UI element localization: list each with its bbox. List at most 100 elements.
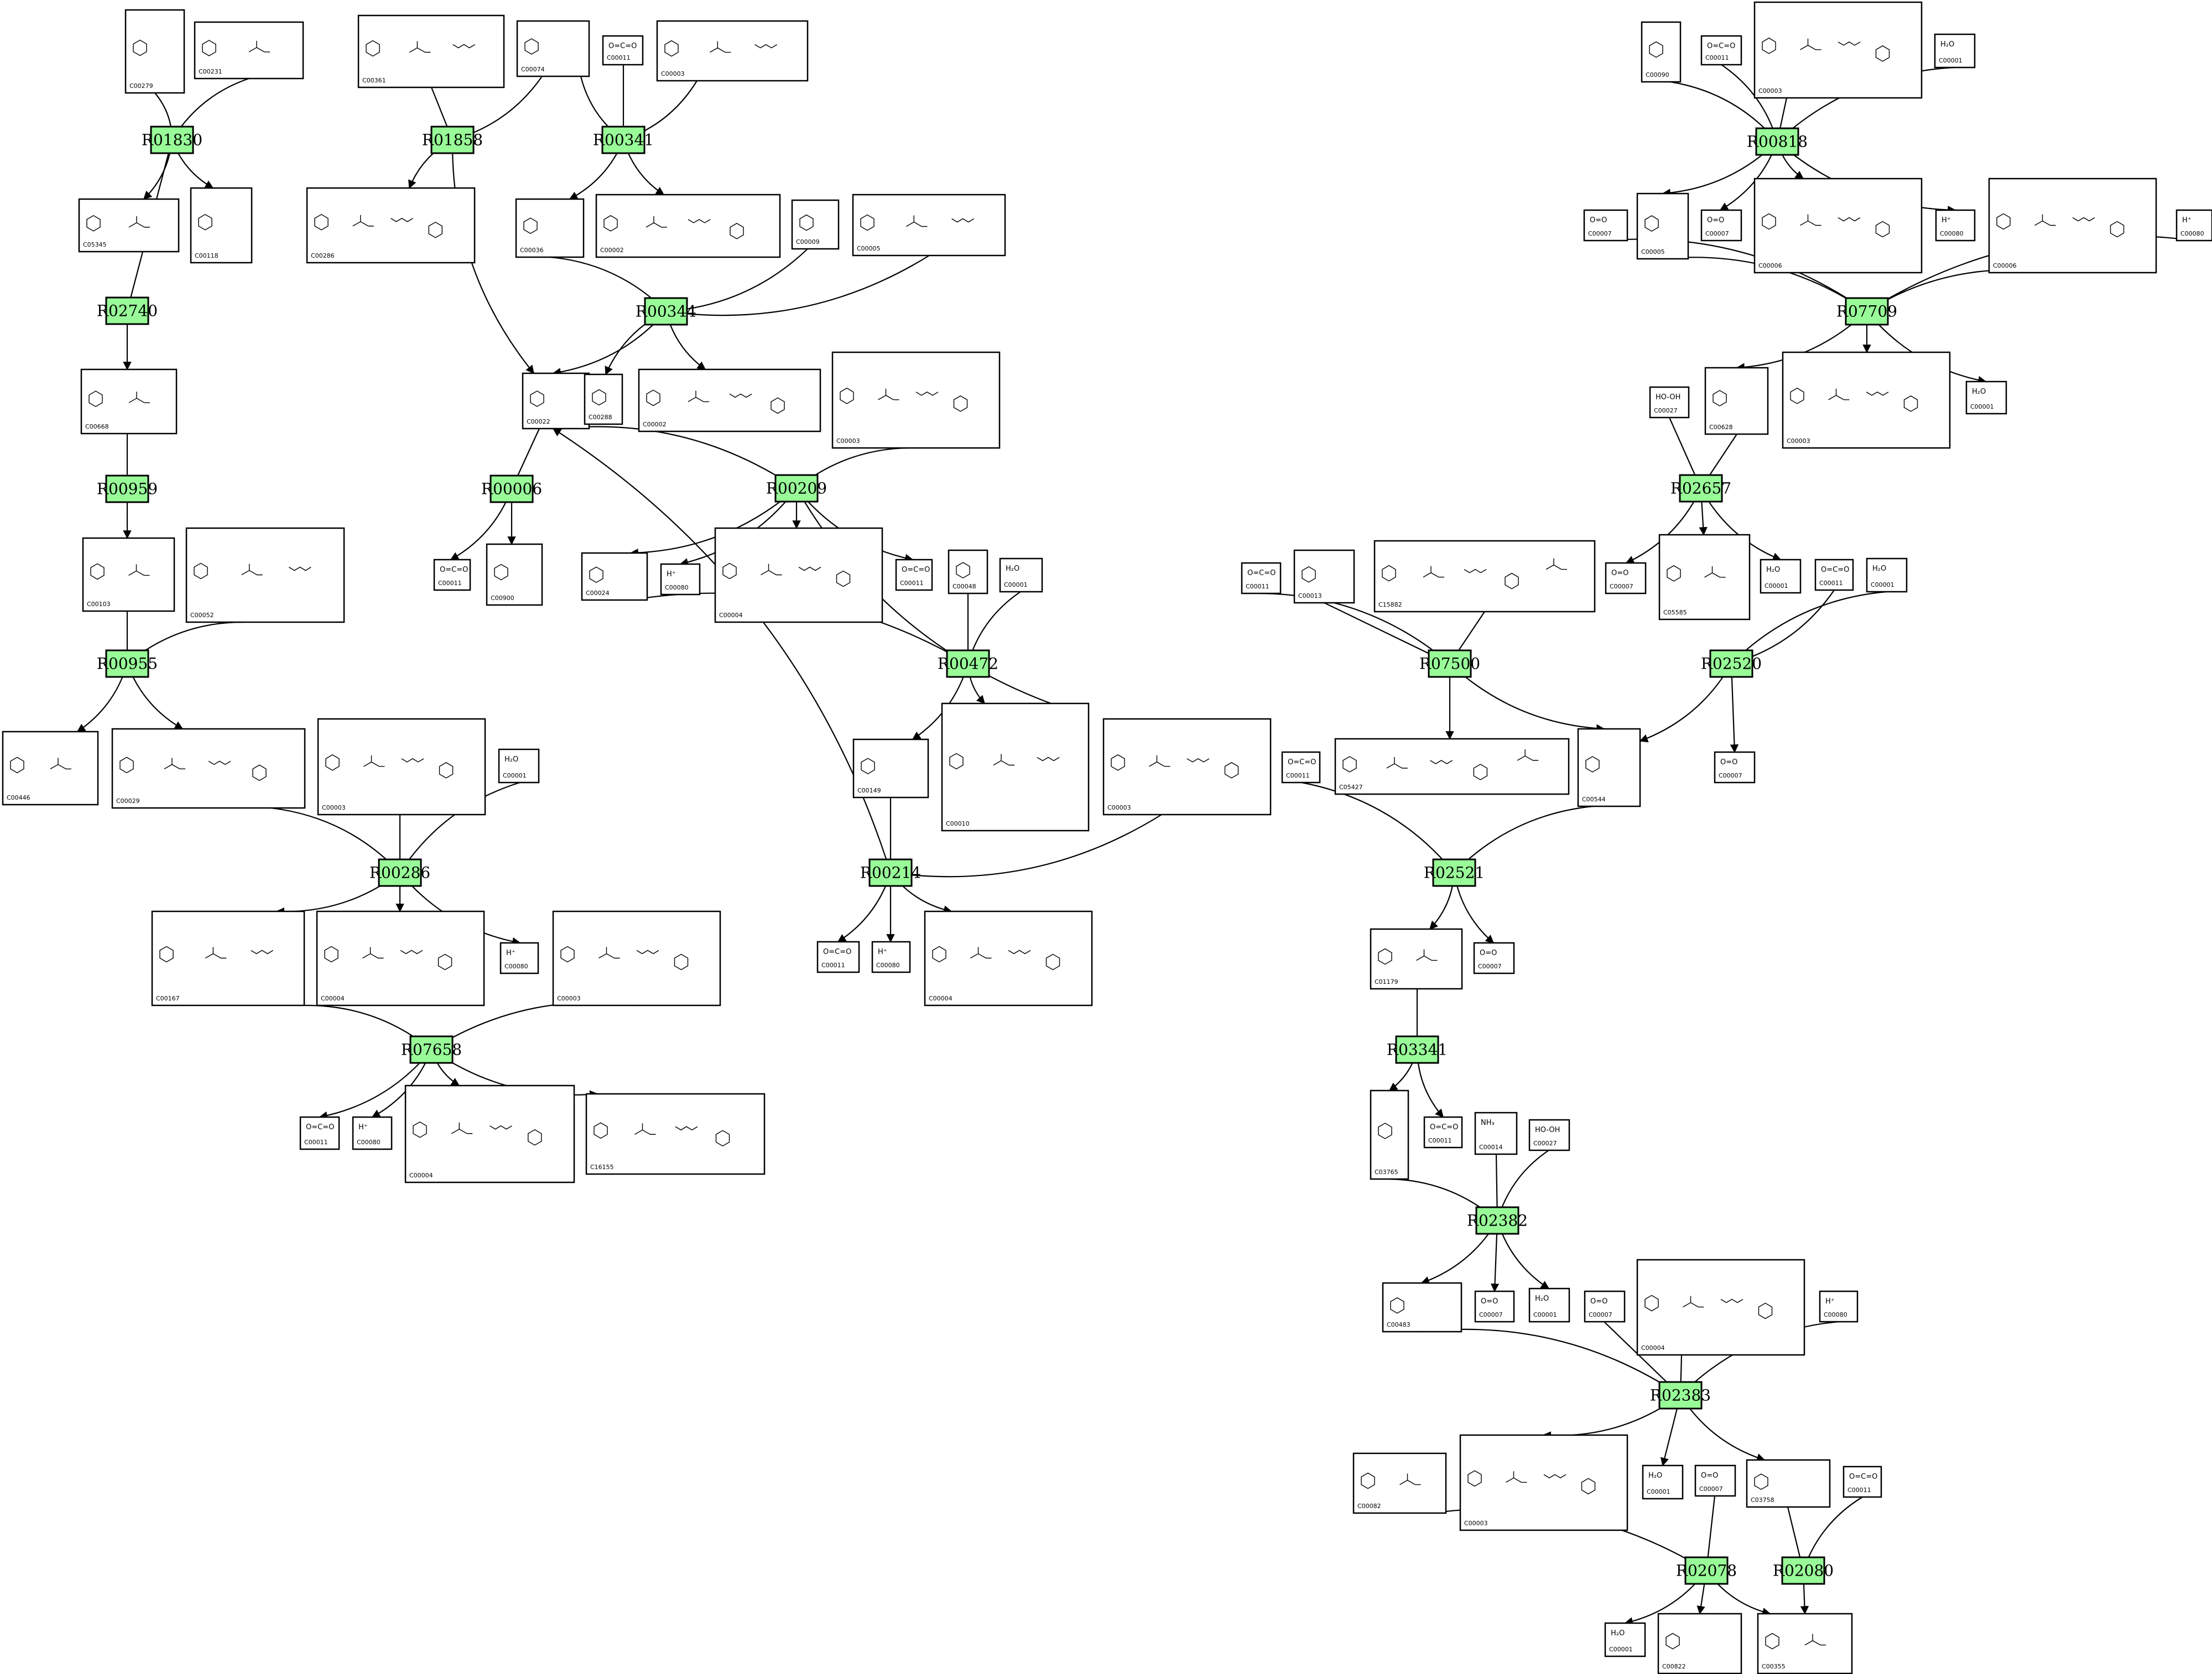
reaction-R00209[interactable]: R00209 (766, 474, 827, 503)
compound-C00004[interactable]: C00004 (316, 910, 485, 1007)
compound-C00052[interactable]: C00052 (185, 527, 345, 623)
compound-C03758[interactable]: C03758 (1746, 1459, 1831, 1508)
compound-C00628[interactable]: C00628 (1704, 367, 1769, 435)
compound-C00361[interactable]: C00361 (357, 14, 505, 88)
compound-C00003[interactable]: C00003 (552, 910, 721, 1007)
compound-C00080[interactable]: H⁺C00080 (352, 1116, 393, 1150)
reaction-R02521[interactable]: R02521 (1424, 858, 1485, 887)
compound-C00022[interactable]: C00022 (522, 372, 590, 430)
compound-C00003[interactable]: C00003 (1102, 718, 1272, 816)
compound-C00080[interactable]: H⁺C00080 (499, 942, 539, 974)
compound-C00090[interactable]: C00090 (1641, 21, 1682, 83)
compound-C00036[interactable]: C00036 (515, 198, 585, 258)
reaction-R02080[interactable]: R02080 (1773, 1556, 1834, 1585)
compound-C00002[interactable]: C00002 (595, 194, 781, 258)
reaction-R07709[interactable]: R07709 (1836, 297, 1897, 326)
compound-C00048[interactable]: C00048 (948, 549, 988, 594)
compound-C00149[interactable]: C00149 (852, 738, 929, 799)
compound-C00082[interactable]: C00082 (1352, 1452, 1447, 1514)
compound-C00080[interactable]: H⁺C00080 (660, 563, 701, 596)
reaction-R00959[interactable]: R00959 (97, 474, 158, 503)
compound-C00080[interactable]: H⁺C00080 (1819, 1290, 1859, 1323)
reaction-R00472[interactable]: R00472 (938, 649, 998, 678)
compound-C00004[interactable]: C00004 (924, 910, 1093, 1007)
compound-C00029[interactable]: C00029 (111, 728, 306, 809)
compound-C00668[interactable]: C00668 (80, 368, 178, 435)
compound-C00288[interactable]: C00288 (584, 373, 623, 425)
reaction-R00344[interactable]: R00344 (636, 297, 696, 326)
compound-C05427[interactable]: C05427 (1334, 738, 1570, 795)
compound-C05345[interactable]: C05345 (78, 198, 180, 253)
reaction-R01830[interactable]: R01830 (142, 126, 202, 154)
compound-C00003[interactable]: C00003 (656, 20, 809, 82)
compound-C00544[interactable]: C00544 (1577, 728, 1641, 807)
reaction-R00214[interactable]: R00214 (860, 858, 921, 887)
compound-C00286[interactable]: C00286 (306, 187, 476, 264)
compound-C00080[interactable]: H⁺C00080 (871, 941, 911, 973)
compound-C00822[interactable]: C00822 (1657, 1613, 1742, 1674)
compound-C00118[interactable]: C00118 (190, 187, 253, 264)
compound-C00005[interactable]: C00005 (1636, 192, 1689, 260)
compound-C00074[interactable]: C00074 (516, 20, 590, 77)
compound-C00010[interactable]: C00010 (941, 702, 1090, 832)
compound-C03765[interactable]: C03765 (1370, 1089, 1409, 1180)
compound-C00003[interactable]: C00003 (831, 351, 1001, 449)
reaction-R00955[interactable]: R00955 (97, 649, 158, 678)
compound-C00900[interactable]: C00900 (486, 543, 543, 606)
compound-C00024[interactable]: C00024 (581, 552, 648, 601)
reaction-R02078[interactable]: R02078 (1676, 1556, 1737, 1585)
compound-C00103[interactable]: C00103 (82, 537, 175, 612)
compound-C00446[interactable]: C00446 (2, 731, 99, 806)
compound-C00003[interactable]: C00003 (1753, 1, 1923, 99)
reaction-R02520[interactable]: R02520 (1701, 649, 1762, 678)
compound-C00009[interactable]: C00009 (791, 199, 840, 250)
compound-C00003[interactable]: C00003 (1459, 1434, 1628, 1531)
reaction-R01858[interactable]: R01858 (422, 126, 483, 154)
compound-C00013[interactable]: C00013 (1293, 549, 1355, 604)
compound-C00004[interactable]: C00004 (714, 527, 883, 623)
reaction-R07658[interactable]: R07658 (401, 1035, 462, 1064)
compound-C00002[interactable]: C00002 (638, 368, 821, 432)
compound-C00006[interactable]: C00006 (1988, 178, 2157, 274)
reaction-R02383[interactable]: R02383 (1650, 1381, 1711, 1410)
compound-C00003[interactable]: C00003 (1782, 351, 1951, 449)
compound-C00004[interactable]: C00004 (404, 1084, 575, 1183)
compound-C00483[interactable]: C00483 (1382, 1282, 1462, 1333)
compound-C00355[interactable]: C00355 (1757, 1613, 1853, 1674)
compound-C00005[interactable]: C00005 (852, 194, 1006, 257)
compound-C15882[interactable]: C15882 (1373, 540, 1596, 613)
reaction-R00006[interactable]: R00006 (481, 474, 542, 503)
reaction-R02740[interactable]: R02740 (97, 296, 158, 325)
reaction-R00341[interactable]: R00341 (593, 126, 654, 154)
compound-C00080[interactable]: H⁺C00080 (1935, 209, 1976, 242)
compound-C00006[interactable]: C00006 (1753, 178, 1923, 274)
